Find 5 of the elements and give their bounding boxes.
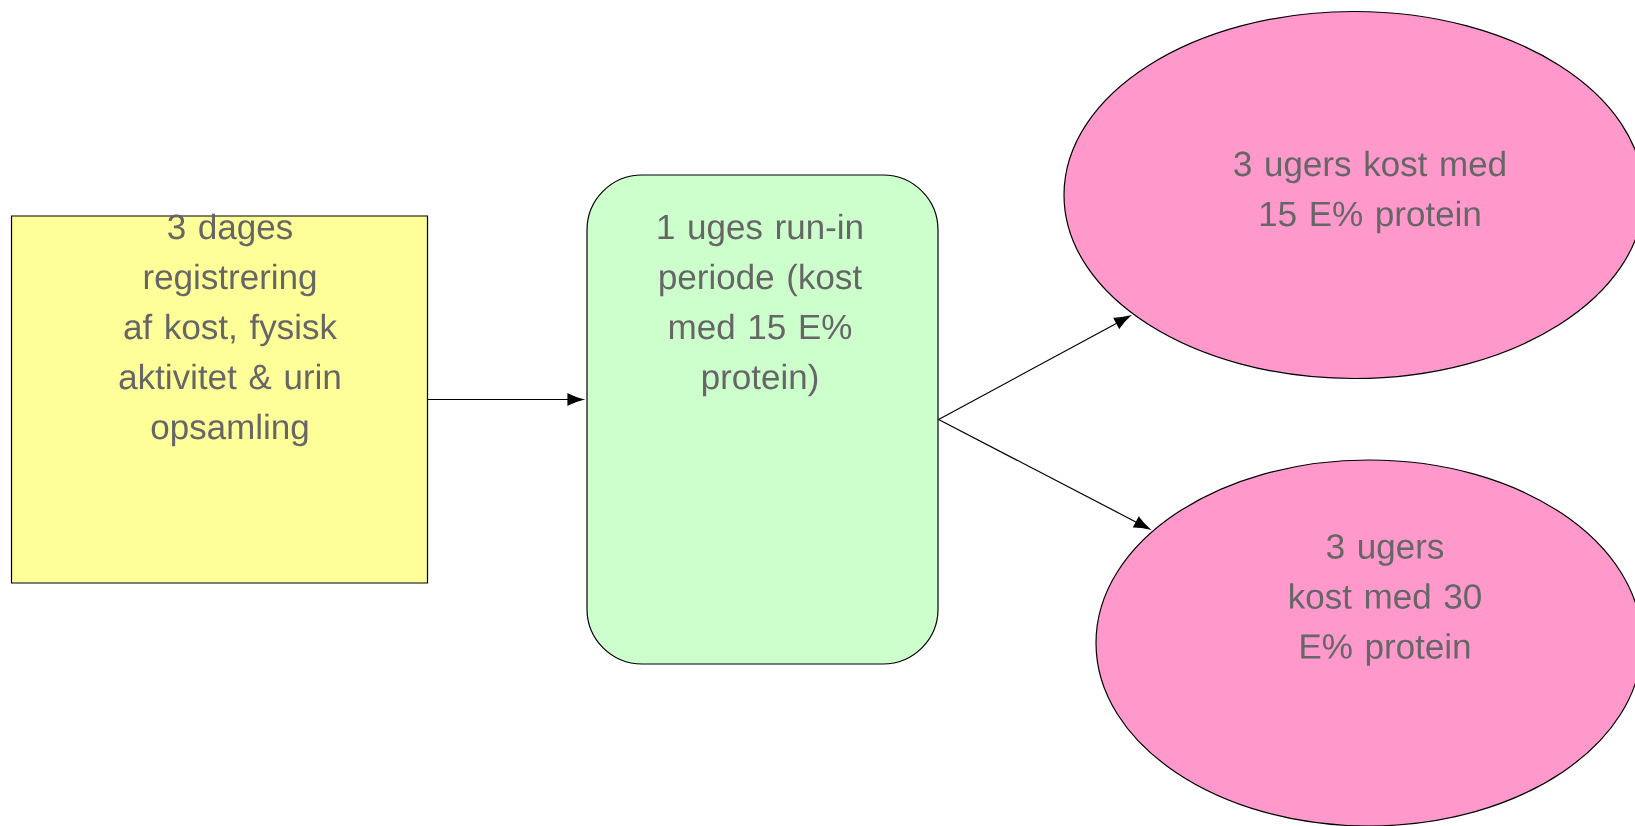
- arrow: [938, 315, 1131, 421]
- arrow: [427, 393, 584, 406]
- registration-box: 3 dages registrering af kost, fysisk aktivitet & urin opsamling: [10, 213, 429, 584]
- arrow: [938, 418, 1151, 530]
- run-in-box: 1 uges run-in periode (kost med 15 E% protein): [586, 174, 939, 665]
